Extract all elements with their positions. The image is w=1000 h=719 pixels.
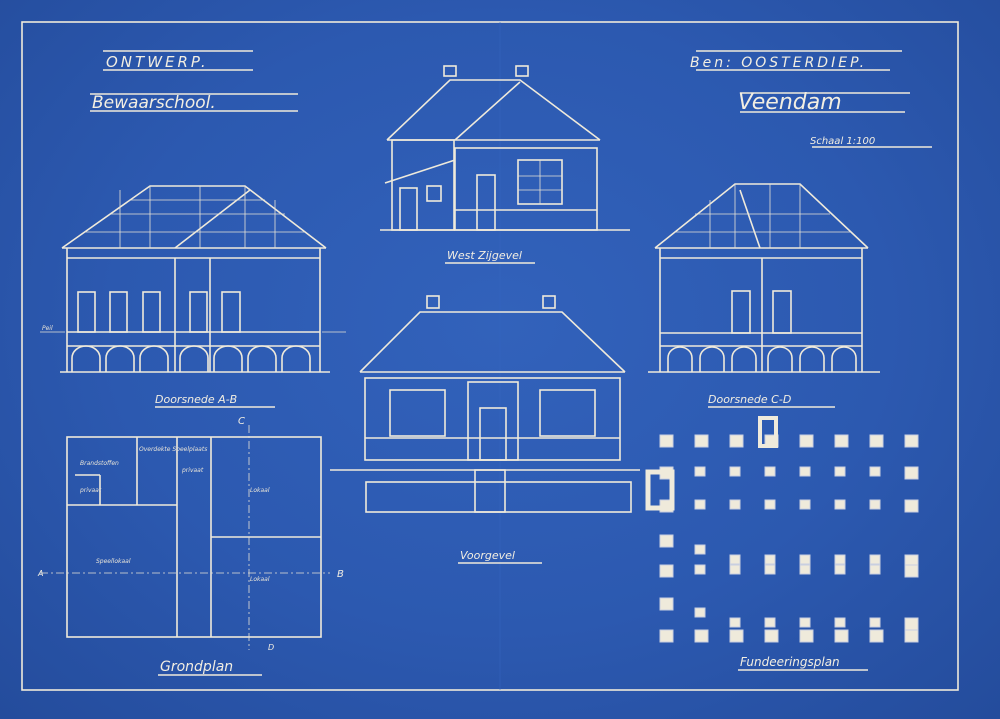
foundation-pier bbox=[729, 564, 741, 575]
section-cd: Doorsnede C-D bbox=[648, 183, 880, 408]
foundation-pier bbox=[834, 554, 846, 565]
foundation-pier bbox=[764, 629, 779, 643]
foundation-pier bbox=[729, 554, 741, 565]
foundation-pier bbox=[694, 544, 706, 555]
sheet-border bbox=[21, 21, 959, 691]
foundation-pier bbox=[869, 499, 881, 510]
foundation-plan bbox=[645, 416, 919, 643]
room-lokaal-2: Lokaal bbox=[250, 576, 270, 583]
foundation-pier bbox=[904, 617, 919, 631]
level-mark: Peil bbox=[42, 325, 53, 332]
foundation-pier bbox=[764, 466, 776, 477]
foundation-pier bbox=[799, 434, 814, 448]
foundation-pier bbox=[694, 434, 709, 448]
room-privaat: privaat bbox=[79, 487, 102, 494]
foundation-pier bbox=[869, 554, 881, 565]
marker-d: D bbox=[268, 643, 274, 652]
title-block-right: Ben: OOSTERDIEP. Veendam Schaal 1:100 bbox=[690, 50, 932, 148]
room-privaat-2: privaat bbox=[181, 467, 204, 474]
foundation-pier bbox=[869, 434, 884, 448]
foundation-pier bbox=[904, 466, 919, 480]
label-voorgevel: Voorgevel bbox=[460, 549, 515, 562]
foundation-pier bbox=[729, 434, 744, 448]
foundation-pier bbox=[904, 499, 919, 513]
foundation-pier bbox=[659, 534, 674, 548]
foundation-pier bbox=[764, 564, 776, 575]
foundation-pier bbox=[694, 466, 706, 477]
foundation-pier bbox=[729, 466, 741, 477]
foundation-chimney-base bbox=[645, 469, 675, 511]
foundation-pier bbox=[729, 499, 741, 510]
title-block-left: ONTWERP. Bewaarschool. bbox=[90, 50, 298, 113]
foundation-pier bbox=[799, 617, 811, 628]
label-doorsnede-ab: Doorsnede A-B bbox=[155, 393, 237, 406]
foundation-pier bbox=[659, 597, 674, 611]
room-lokaal-1: Lokaal bbox=[250, 487, 270, 494]
foundation-pier bbox=[904, 564, 919, 578]
foundation-chimney-base bbox=[758, 416, 778, 448]
foundation-pier bbox=[869, 617, 881, 628]
foundation-pier bbox=[694, 499, 706, 510]
foundation-pier bbox=[694, 564, 706, 575]
foundation-pier bbox=[799, 629, 814, 643]
west-elevation: West Zijgevel bbox=[380, 65, 630, 264]
title-scale: Schaal 1:100 bbox=[810, 136, 875, 147]
foundation-pier bbox=[799, 466, 811, 477]
label-doorsnede-cd: Doorsnede C-D bbox=[708, 393, 791, 406]
foundation-pier bbox=[764, 554, 776, 565]
foundation-pier bbox=[729, 629, 744, 643]
foundation-pier bbox=[904, 434, 919, 448]
section-ab: Peil Doorsnede A-B bbox=[40, 185, 346, 408]
foundation-pier bbox=[694, 607, 706, 618]
foundation-pier bbox=[904, 629, 919, 643]
foundation-pier bbox=[764, 499, 776, 510]
room-speellokaal: Speellokaal bbox=[96, 558, 131, 565]
foundation-pier bbox=[834, 564, 846, 575]
foundation-pier bbox=[694, 629, 709, 643]
foundation-pier bbox=[799, 564, 811, 575]
foundation-pier bbox=[834, 499, 846, 510]
foundation-pier bbox=[659, 434, 674, 448]
foundation-pier bbox=[659, 564, 674, 578]
foundation-pier bbox=[869, 466, 881, 477]
foundation-pier bbox=[729, 617, 741, 628]
foundation-pier bbox=[799, 554, 811, 565]
foundation-pier bbox=[834, 629, 849, 643]
title-client: Ben: OOSTERDIEP. bbox=[690, 55, 867, 71]
foundation-pier bbox=[834, 617, 846, 628]
label-grondplan: Grondplan bbox=[160, 659, 233, 675]
marker-b: B bbox=[337, 569, 344, 580]
foundation-pier bbox=[659, 629, 674, 643]
room-overdekte-speelplaats: Overdekte Speelplaats bbox=[139, 446, 207, 453]
label-fundeeringsplan: Fundeeringsplan bbox=[740, 655, 840, 669]
front-elevation: Voorgevel bbox=[330, 295, 640, 564]
foundation-pier bbox=[869, 629, 884, 643]
title-bewaarschool: Bewaarschool. bbox=[92, 93, 216, 113]
marker-c: C bbox=[238, 416, 245, 427]
label-west-zijgevel: West Zijgevel bbox=[447, 249, 522, 262]
foundation-pier bbox=[834, 434, 849, 448]
title-ontwerp: ONTWERP. bbox=[106, 53, 209, 71]
foundation-pier bbox=[834, 466, 846, 477]
marker-a: A bbox=[37, 569, 43, 578]
ground-plan: Brandstoffen Overdekte Speelplaats priva… bbox=[37, 416, 344, 676]
room-brandstoffen: Brandstoffen bbox=[80, 460, 119, 467]
foundation-pier bbox=[799, 499, 811, 510]
foundation-pier bbox=[869, 564, 881, 575]
foundation-pier bbox=[764, 617, 776, 628]
title-place: Veendam bbox=[738, 90, 842, 115]
